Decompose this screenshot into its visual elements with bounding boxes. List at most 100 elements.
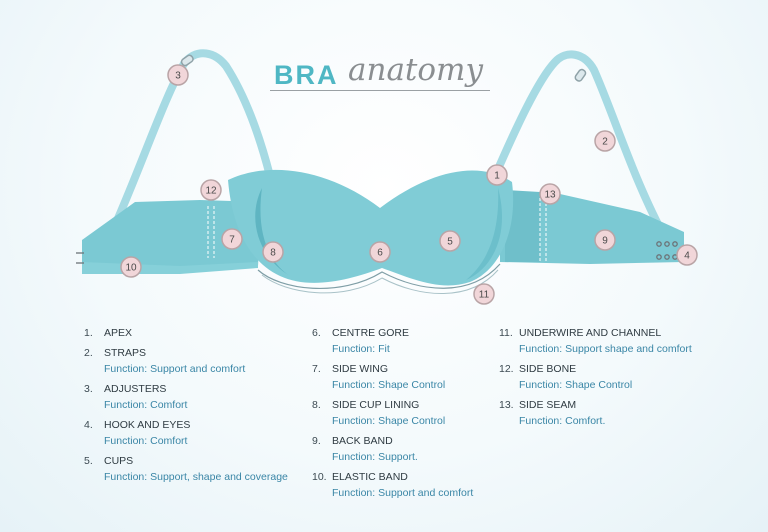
legend-function: Function: Comfort. [519,415,606,427]
legend-function: Function: Support. [332,451,418,463]
marker-label: 12 [205,186,217,197]
legend-body: ADJUSTERS Function: Comfort [104,381,187,413]
left-adjuster-ring [180,54,194,67]
legend-function: Function: Support shape and comfort [519,343,692,355]
marker-11: 11 [473,283,495,305]
legend-number: 6. [312,327,321,339]
left-strap [108,49,274,236]
legend-part-name: SIDE BONE [519,363,577,375]
legend-number: 7. [312,363,321,375]
left-back-band [82,200,262,272]
legend-function: Function: Fit [332,343,390,355]
legend-item: 6. CENTRE GORE Function: Fit [312,325,473,357]
legend-number: 13. [499,399,514,411]
legend-body: BACK BAND Function: Support. [332,433,418,465]
legend-part-name: SIDE SEAM [519,399,577,411]
legend-item: 13. SIDE SEAM Function: Comfort. [499,397,692,429]
legend-column-1: 1. APEX 2. STRAPS Function: Support and comf… [84,325,288,489]
marker-label: 8 [270,248,276,259]
marker-label: 9 [602,236,608,247]
legend-part-name: SIDE CUP LINING [332,399,420,411]
legend-part-name: BACK BAND [332,435,393,447]
marker-label: 4 [684,251,690,262]
marker-label: 7 [229,235,235,246]
legend-part-name: STRAPS [104,347,147,359]
legend-item: 11. UNDERWIRE AND CHANNEL Function: Suppor… [499,325,692,357]
legend-body: SIDE WING Function: Shape Control [332,361,445,393]
legend-function: Function: Comfort [104,399,188,411]
marker-2: 2 [594,130,616,152]
legend-function: Function: Support, shape and coverage [104,471,288,483]
hook-and-eyes [656,241,678,260]
marker-8: 8 [262,241,284,263]
legend-part-name: CENTRE GORE [332,327,410,339]
legend-number: 12. [499,363,514,375]
marker-label: 13 [544,190,556,201]
legend-number: 4. [84,419,93,431]
legend-item: 1. APEX [84,325,288,341]
legend-number: 2. [84,347,93,359]
legend-number: 9. [312,435,321,447]
legend-part-name: ELASTIC BAND [332,471,408,483]
legend-body: CENTRE GORE Function: Fit [332,325,409,357]
marker-6: 6 [369,241,391,263]
legend-body: STRAPS Function: Support and comfort [104,345,245,377]
legend-number: 5. [84,455,93,467]
legend-function: Function: Shape Control [332,415,446,427]
marker-1: 1 [486,164,508,186]
legend-body: UNDERWIRE AND CHANNEL Function: Support s… [519,325,692,357]
legend-item: 2. STRAPS Function: Support and comfort [84,345,288,377]
legend-body: CUPS Function: Support, shape and coverag… [104,453,288,485]
legend-part-name: ADJUSTERS [104,383,167,395]
legend-part-name: SIDE WING [332,363,389,375]
legend-part-name: APEX [104,327,133,339]
marker-3: 3 [167,64,189,86]
marker-10: 10 [120,256,142,278]
legend-function: Function: Support and comfort [104,363,246,375]
legend-item: 10. ELASTIC BAND Function: Support and com… [312,469,473,501]
legend-item: 5. CUPS Function: Support, shape and cover… [84,453,288,485]
title-anatomy: anatomy [348,52,483,88]
right-strap [491,50,666,236]
underwire-channel [257,263,501,289]
legend-number: 11. [499,327,513,339]
left-hooks [76,252,84,264]
marker-label: 10 [125,263,137,274]
marker-label: 5 [447,237,453,248]
legend-part-name: HOOK AND EYES [104,419,191,431]
marker-9: 9 [594,229,616,251]
legend-function: Function: Support and comfort [332,487,474,499]
marker-4: 4 [676,244,698,266]
legend-body: ELASTIC BAND Function: Support and comfor… [332,469,473,501]
marker-label: 6 [377,248,383,259]
legend-function: Function: Shape Control [519,379,633,391]
legend-item: 12. SIDE BONE Function: Shape Control [499,361,692,393]
legend-body: SIDE BONE Function: Shape Control [519,361,632,393]
legend-number: 8. [312,399,321,411]
marker-label: 2 [602,137,608,148]
side-wing-panel [505,190,540,262]
legend-column-2: 6. CENTRE GORE Function: Fit 7. SIDE WING Fun… [312,325,473,505]
legend-item: 8. SIDE CUP LINING Function: Shape Control [312,397,473,429]
marker-13: 13 [539,183,561,205]
marker-label: 3 [175,71,181,82]
legend-item: 7. SIDE WING Function: Shape Control [312,361,473,393]
legend-item: 9. BACK BAND Function: Support. [312,433,473,465]
title-underline [270,90,490,91]
marker-label: 11 [479,290,490,301]
legend-body: SIDE CUP LINING Function: Shape Control [332,397,445,429]
legend-number: 1. [84,327,93,339]
legend-column-3: 11. UNDERWIRE AND CHANNEL Function: Suppor… [499,325,692,433]
title-bra: BRA [274,60,339,90]
legend-body: SIDE SEAM Function: Comfort. [519,397,605,429]
marker-12: 12 [200,179,222,201]
marker-5: 5 [439,230,461,252]
legend-function: Function: Shape Control [332,379,446,391]
legend-part-name: CUPS [104,455,134,467]
legend-part-name: UNDERWIRE AND CHANNEL [519,327,662,339]
diagram-title: BRA anatomy [270,52,500,102]
legend-number: 10. [312,471,327,483]
